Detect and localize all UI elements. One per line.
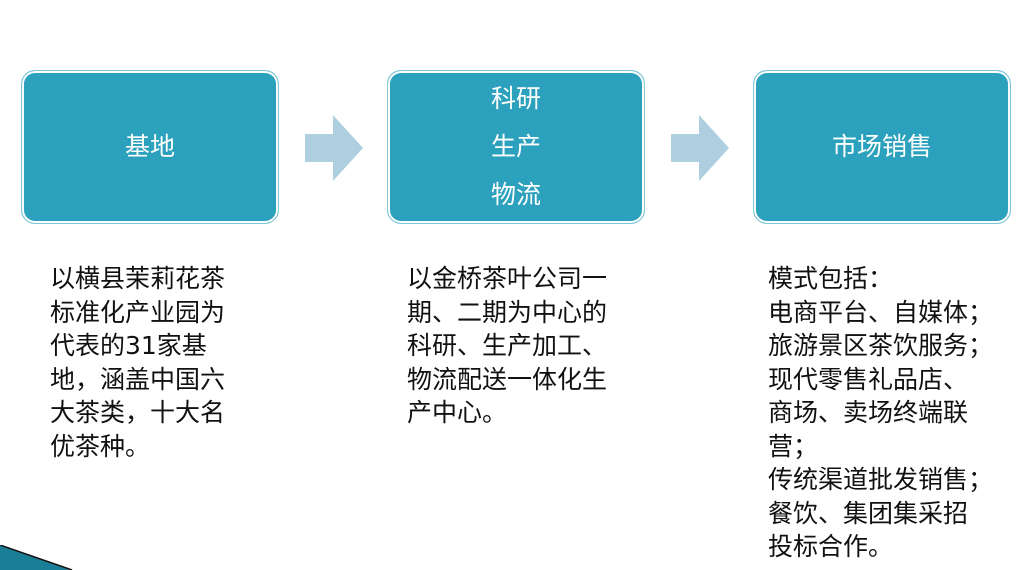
step-title: 科研 — [490, 84, 541, 113]
arrow-right-icon — [671, 115, 729, 181]
corner-decoration — [0, 545, 73, 570]
step-description: 以金桥茶叶公司一 期、二期为中心的 科研、生产加工、 物流配送一体化生 产中心。 — [407, 264, 608, 427]
step-title: 基地 — [124, 132, 175, 161]
step-description: 以横县茉莉花茶 标准化产业园为 代表的31家基 地，涵盖中国六 大茶类，十大名 … — [50, 264, 226, 461]
step-box-research: 科研 生产 物流 — [387, 70, 645, 224]
arrow-right-icon — [305, 115, 363, 181]
step-title: 生产 — [490, 132, 541, 161]
step-title: 物流 — [490, 180, 541, 209]
step-title: 市场销售 — [831, 132, 932, 161]
step-box-base: 基地 — [21, 70, 279, 224]
step-description: 模式包括： 电商平台、自媒体； 旅游景区茶饮服务； 现代零售礼品店、 商场、卖场… — [768, 264, 994, 561]
step-box-sales: 市场销售 — [753, 70, 1011, 224]
